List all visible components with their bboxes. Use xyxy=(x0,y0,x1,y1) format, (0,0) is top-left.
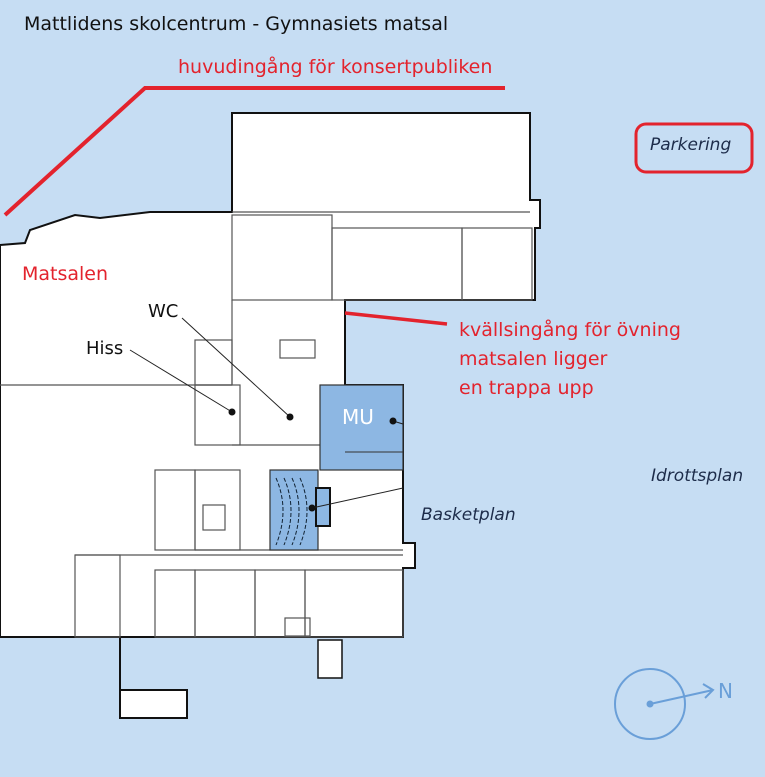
leader-lines xyxy=(129,317,404,509)
interior-walls xyxy=(0,211,533,638)
evening-entrance-label-1: kvällsingång för övning xyxy=(459,319,681,341)
evening-entrance-marker xyxy=(344,311,448,326)
small-entry-block xyxy=(317,639,343,679)
mu-room xyxy=(319,384,404,471)
basketball-court-label: Basketplan xyxy=(421,505,516,525)
building-outline xyxy=(0,112,541,638)
mu-label: MU xyxy=(342,405,374,429)
map-title: Mattlidens skolcentrum - Gymnasiets mats… xyxy=(24,13,449,35)
elevator-label: Hiss xyxy=(86,338,124,359)
sports-field-label: Idrottsplan xyxy=(651,466,744,486)
evening-entrance-label-3: en trappa upp xyxy=(459,377,594,399)
annex-block xyxy=(119,689,188,719)
evening-entrance-label-2: matsalen ligger xyxy=(459,348,608,370)
compass-icon xyxy=(614,668,715,740)
dining-hall-label: Matsalen xyxy=(22,263,109,285)
compass-north-label: N xyxy=(718,679,733,703)
parking-label: Parkering xyxy=(650,135,732,155)
parking-highlight xyxy=(634,122,754,174)
main-entrance-label: huvudingång för konsertpubliken xyxy=(178,56,493,78)
main-entrance-marker xyxy=(3,86,505,217)
wc-label: WC xyxy=(148,301,179,322)
